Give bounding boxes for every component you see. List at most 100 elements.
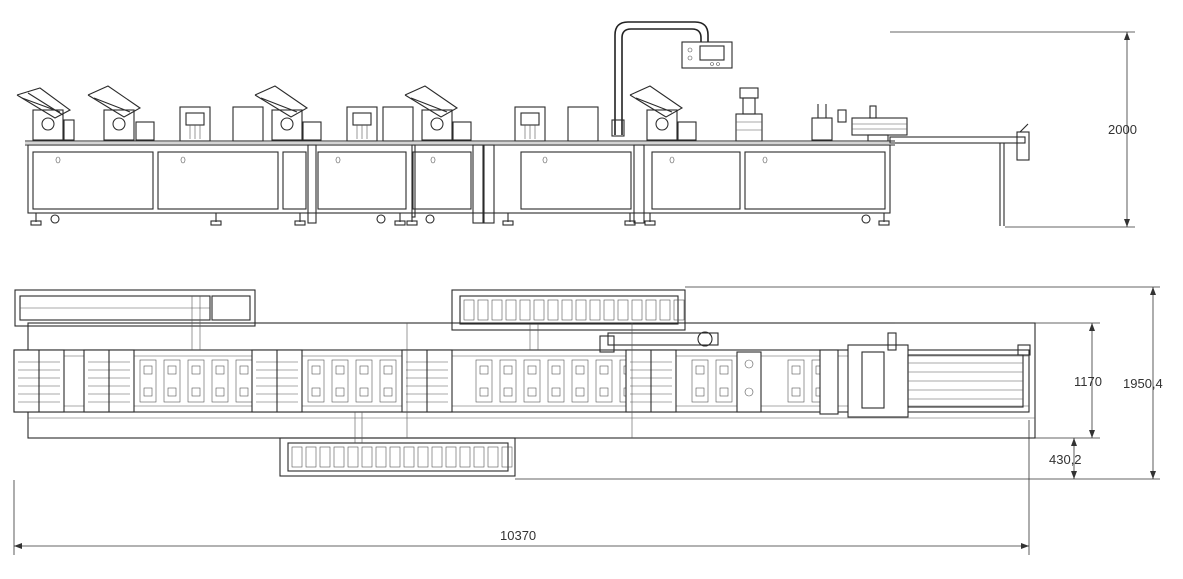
plan-view bbox=[13, 289, 1036, 477]
plan-outfeed bbox=[907, 344, 1031, 408]
pocket-detail bbox=[167, 365, 177, 375]
side-height-label: 2000 bbox=[1108, 122, 1137, 137]
height-dimension: 2000 bbox=[890, 31, 1137, 228]
pocket-detail bbox=[239, 365, 249, 375]
chain-slot bbox=[617, 299, 629, 321]
pocket-detail bbox=[335, 365, 345, 375]
conveyor-pocket bbox=[787, 359, 805, 403]
pocket-detail bbox=[503, 365, 513, 375]
chain-slot bbox=[645, 299, 657, 321]
conveyor-pocket bbox=[691, 359, 709, 403]
chain-slot bbox=[463, 299, 475, 321]
carton-feeder-1 bbox=[16, 87, 75, 141]
conveyor-pocket bbox=[571, 359, 589, 403]
chain-slot bbox=[603, 299, 615, 321]
pocket-detail bbox=[311, 365, 321, 375]
conveyor-pocket bbox=[331, 359, 349, 403]
pocket-detail bbox=[527, 365, 537, 375]
conveyor-pocket bbox=[475, 359, 493, 403]
loading-station-3 bbox=[514, 106, 599, 142]
exit-pusher bbox=[851, 105, 908, 142]
pocket-detail bbox=[383, 387, 393, 397]
chain-slot bbox=[487, 446, 499, 468]
pocket-detail bbox=[599, 365, 609, 375]
chain-conveyor-top-left bbox=[14, 289, 256, 350]
pocket-detail bbox=[791, 365, 801, 375]
length-dimension: 10370 bbox=[13, 420, 1030, 555]
chain-slot bbox=[589, 299, 601, 321]
pocket-detail bbox=[143, 365, 153, 375]
conveyor-pockets bbox=[139, 359, 829, 403]
conveyor-pocket bbox=[187, 359, 205, 403]
pocket-detail bbox=[695, 387, 705, 397]
chain-slot bbox=[319, 446, 331, 468]
pocket-detail bbox=[215, 365, 225, 375]
frame-posts bbox=[307, 144, 645, 224]
carton-feeder-4 bbox=[404, 85, 472, 141]
total-length-label: 10370 bbox=[500, 528, 536, 543]
pocket-detail bbox=[167, 387, 177, 397]
pocket-detail bbox=[479, 387, 489, 397]
cabinet-panels bbox=[32, 151, 886, 210]
pocket-detail bbox=[719, 365, 729, 375]
chain-slot bbox=[347, 446, 359, 468]
chain-slot bbox=[375, 446, 387, 468]
chain-slot bbox=[389, 446, 401, 468]
plan-sealing-unit bbox=[736, 332, 909, 418]
plan-offset-label: 430,2 bbox=[1049, 452, 1082, 467]
conveyor-pocket bbox=[163, 359, 181, 403]
side-elevation-view bbox=[16, 21, 1030, 226]
chain-slot bbox=[491, 299, 503, 321]
chain-conveyor-bottom bbox=[279, 412, 516, 477]
chain-slot bbox=[403, 446, 415, 468]
sealing-unit bbox=[735, 87, 763, 142]
loading-station-2 bbox=[346, 106, 414, 142]
pocket-detail bbox=[695, 365, 705, 375]
carton-feeder-2 bbox=[87, 85, 155, 141]
plan-control-arm bbox=[599, 331, 719, 353]
chain-slot bbox=[361, 446, 373, 468]
conveyor-pocket bbox=[379, 359, 397, 403]
chain-conveyor-top-right bbox=[451, 289, 686, 350]
pocket-detail bbox=[191, 365, 201, 375]
pocket-detail bbox=[143, 387, 153, 397]
pocket-detail bbox=[503, 387, 513, 397]
carton-feeder-3 bbox=[254, 85, 322, 141]
pocket-detail bbox=[311, 387, 321, 397]
pocket-detail bbox=[479, 365, 489, 375]
chain-slot bbox=[519, 299, 531, 321]
coding-unit bbox=[811, 104, 847, 141]
chain-slot bbox=[291, 446, 303, 468]
pocket-detail bbox=[359, 387, 369, 397]
chain-slot bbox=[575, 299, 587, 321]
chain-slot bbox=[305, 446, 317, 468]
conveyor-pocket bbox=[595, 359, 613, 403]
chain-slot bbox=[561, 299, 573, 321]
chain-slot bbox=[533, 299, 545, 321]
pocket-detail bbox=[335, 387, 345, 397]
pocket-detail bbox=[215, 387, 225, 397]
pocket-detail bbox=[719, 387, 729, 397]
chain-slot bbox=[477, 299, 489, 321]
chain-slot bbox=[445, 446, 457, 468]
plan-width-dimensions: 1170 1950,4 430,2 bbox=[515, 286, 1163, 480]
pocket-detail bbox=[359, 365, 369, 375]
cabinet-feet bbox=[30, 213, 890, 226]
chain-slot bbox=[333, 446, 345, 468]
chain-slot bbox=[505, 299, 517, 321]
pocket-detail bbox=[527, 387, 537, 397]
plan-total-width-label: 1950,4 bbox=[1123, 376, 1163, 391]
pocket-detail bbox=[599, 387, 609, 397]
conveyor-pocket bbox=[523, 359, 541, 403]
chain-slot bbox=[473, 446, 485, 468]
plan-inner-width-label: 1170 bbox=[1074, 374, 1102, 389]
chain-slot bbox=[459, 446, 471, 468]
carton-feeder-5 bbox=[629, 85, 697, 141]
chain-slot bbox=[659, 299, 671, 321]
conveyor-pocket bbox=[355, 359, 373, 403]
loading-station-1 bbox=[179, 106, 264, 142]
pocket-detail bbox=[551, 387, 561, 397]
pocket-detail bbox=[239, 387, 249, 397]
chain-slot bbox=[417, 446, 429, 468]
